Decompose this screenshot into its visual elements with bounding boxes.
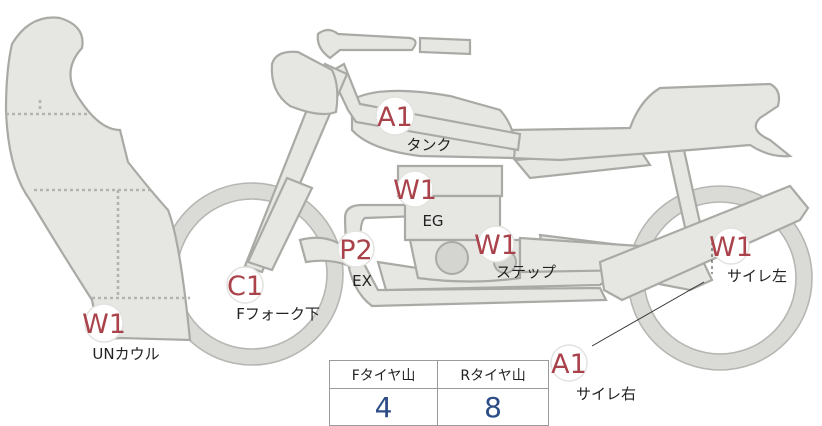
front-tread-header: Fタイヤ山 <box>328 360 439 389</box>
handlebar-grip <box>418 36 472 56</box>
badge-exhaust: P2 EX <box>337 230 375 290</box>
badge-code: W1 <box>474 230 518 261</box>
badge-label: EG <box>422 212 443 230</box>
badge-step: W1 ステップ <box>474 225 556 281</box>
badge-code: W1 <box>393 175 437 206</box>
badge-label: サイレ右 <box>576 385 636 403</box>
badge-silencer-right: A1 サイレ右 <box>550 344 636 403</box>
badge-code: A1 <box>377 102 413 133</box>
main-frame <box>328 62 522 152</box>
rear-tread-header: Rタイヤ山 <box>437 360 549 389</box>
badge-code: W1 <box>82 309 126 340</box>
badge-silencer-left: W1 サイレ左 <box>709 227 787 285</box>
badge-label: EX <box>352 272 372 290</box>
badge-engine: W1 EG <box>393 170 444 230</box>
badge-label: Fフォーク下 <box>236 305 320 323</box>
badge-code: W1 <box>709 232 753 263</box>
handlebar <box>316 28 417 60</box>
badge-label: サイレ左 <box>727 267 787 285</box>
badge-code: C1 <box>227 271 263 302</box>
seat <box>508 82 793 162</box>
badge-code: A1 <box>551 349 587 380</box>
front-tread-value: 4 <box>328 388 439 426</box>
headlight <box>270 50 339 116</box>
muffler <box>598 184 810 302</box>
badge-label: UNカウル <box>92 345 159 363</box>
fork-lower <box>246 176 314 272</box>
badge-label: ステップ <box>496 263 556 281</box>
table-header-row: Fタイヤ山 Rタイヤ山 <box>328 360 549 389</box>
tire-tread-table: Fタイヤ山 Rタイヤ山 4 8 <box>328 360 549 426</box>
badge-fork-lower: C1 Fフォーク下 <box>226 266 320 323</box>
badge-tank: A1 タンク <box>375 96 452 154</box>
silencer-right-leader <box>591 281 705 347</box>
rear-tread-value: 8 <box>437 388 549 426</box>
table-value-row: 4 8 <box>328 388 549 426</box>
badge-label: タンク <box>406 136 451 154</box>
badge-under-cowl: W1 UNカウル <box>82 303 160 363</box>
badge-code: P2 <box>339 235 372 266</box>
front-cowl <box>4 16 192 342</box>
